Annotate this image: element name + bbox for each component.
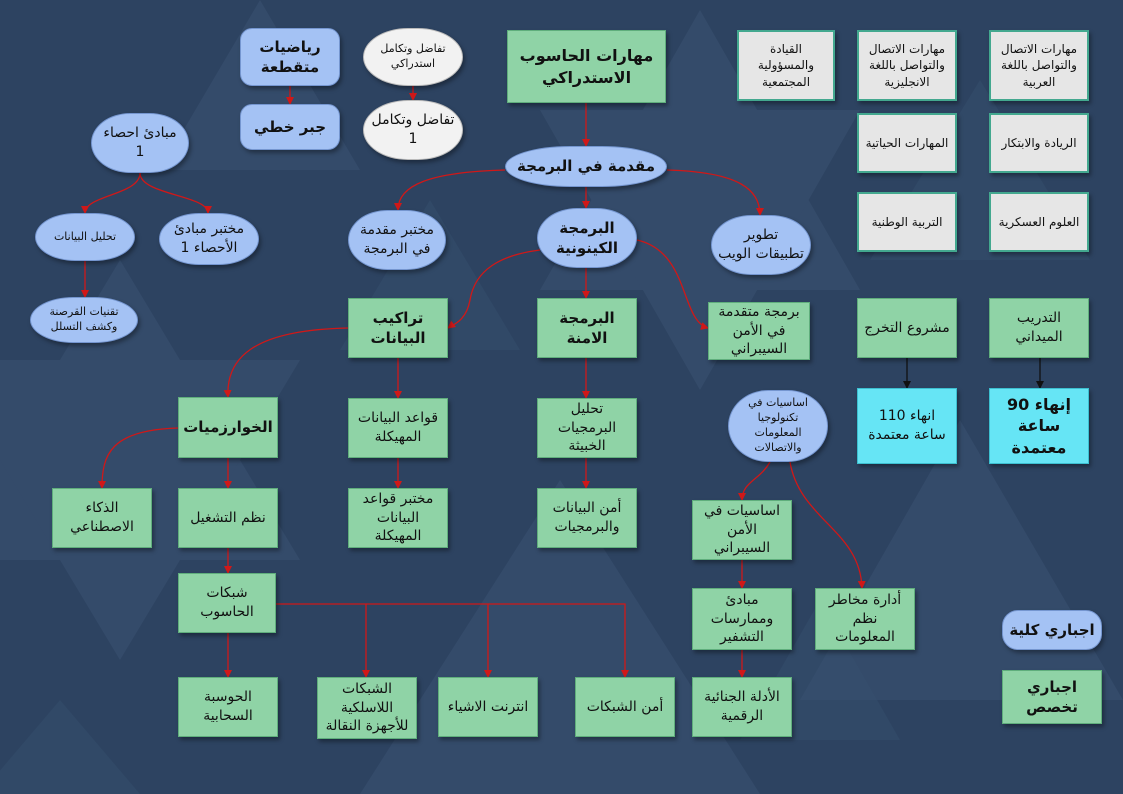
- legend-major-compulsory: اجباري تخصص: [1002, 670, 1102, 724]
- node-algorithms: الخوارزميات: [178, 397, 278, 458]
- node-risk-management: أدارة مخاطر نظم المعلومات: [815, 588, 915, 650]
- node-communication-arabic: مهارات الاتصال والتواصل باللغة العربية: [989, 30, 1089, 101]
- node-computer-skills-remedial: مهارات الحاسوب الاستدراكي: [507, 30, 666, 103]
- node-intro-programming: مقدمة في البرمجة: [505, 146, 667, 187]
- node-national-education: التربية الوطنية: [857, 192, 957, 252]
- node-discrete-math: رياضيات متقطعة: [240, 28, 340, 86]
- node-linear-algebra: جبر خطي: [240, 104, 340, 150]
- node-advanced-programming-cyber: برمجة متقدمة في الأمن السيبراني: [708, 302, 810, 360]
- node-data-analysis: تحليل البيانات: [35, 213, 135, 261]
- node-life-skills: المهارات الحياتية: [857, 113, 957, 173]
- node-field-training: التدريب الميداني: [989, 298, 1089, 358]
- node-structured-databases-lab: مختبر قواعد البيانات المهيكلة: [348, 488, 448, 548]
- node-graduation-project: مشروع التخرج: [857, 298, 957, 358]
- node-intro-programming-lab: مختبر مقدمة في البرمجة: [348, 210, 446, 270]
- node-malware-analysis: تحليل البرمجيات الخبيثة: [537, 398, 637, 458]
- node-computer-networks: شبكات الحاسوب: [178, 573, 276, 633]
- node-statistics-lab: مختبر مبادئ الأحصاء 1: [159, 213, 259, 265]
- node-data-structures: تراكيب البيانات: [348, 298, 448, 358]
- node-web-development: تطوير تطبيقات الويب: [711, 215, 811, 275]
- node-wireless-networks: الشبكات اللاسلكية للأجهزة النقالة: [317, 677, 417, 739]
- node-entrepreneurship: الريادة والابتكار: [989, 113, 1089, 173]
- node-internet-of-things: انترنت الاشياء: [438, 677, 538, 737]
- node-digital-forensics: الأدلة الجنائية الرقمية: [692, 677, 792, 737]
- node-communication-english: مهارات الاتصال والتواصل باللغة الانجليزي…: [857, 30, 957, 101]
- node-hacking-intrusion-detection: تقنيات القرصنة وكشف التسلل: [30, 297, 138, 343]
- node-artificial-intelligence: الذكاء الاصطناعي: [52, 488, 152, 548]
- node-network-security: أمن الشبكات: [575, 677, 675, 737]
- node-cryptography: مبادئ وممارسات التشفير: [692, 588, 792, 650]
- node-complete-110-hours: انهاء 110 ساعة معتمدة: [857, 388, 957, 464]
- node-leadership: القيادة والمسؤولية المجتمعية: [737, 30, 835, 101]
- node-military-science: العلوم العسكرية: [989, 192, 1089, 252]
- legend-college-compulsory: اجباري كلية: [1002, 610, 1102, 650]
- node-statistics-1: مبادئ احصاء 1: [91, 113, 189, 173]
- node-cloud-computing: الحوسبة السحابية: [178, 677, 278, 737]
- node-secure-programming: البرمجة الامنة: [537, 298, 637, 358]
- node-object-oriented-programming: البرمجة الكينونية: [537, 208, 637, 268]
- node-ict-basics: اساسيات في تكنولوجيا المعلومات والاتصالا…: [728, 390, 828, 462]
- node-cyber-security-basics: اساسيات في الأمن السيبراني: [692, 500, 792, 560]
- node-complete-90-hours: إنهاء 90 ساعة معتمدة: [989, 388, 1089, 464]
- node-structured-databases: قواعد البيانات المهيكلة: [348, 398, 448, 458]
- node-calculus-1: تفاضل وتكامل 1: [363, 100, 463, 160]
- node-data-software-security: أمن البيانات والبرمجيات: [537, 488, 637, 548]
- node-calculus-remedial: تفاضل وتكامل استدراكي: [363, 28, 463, 86]
- node-operating-systems: نظم التشغيل: [178, 488, 278, 548]
